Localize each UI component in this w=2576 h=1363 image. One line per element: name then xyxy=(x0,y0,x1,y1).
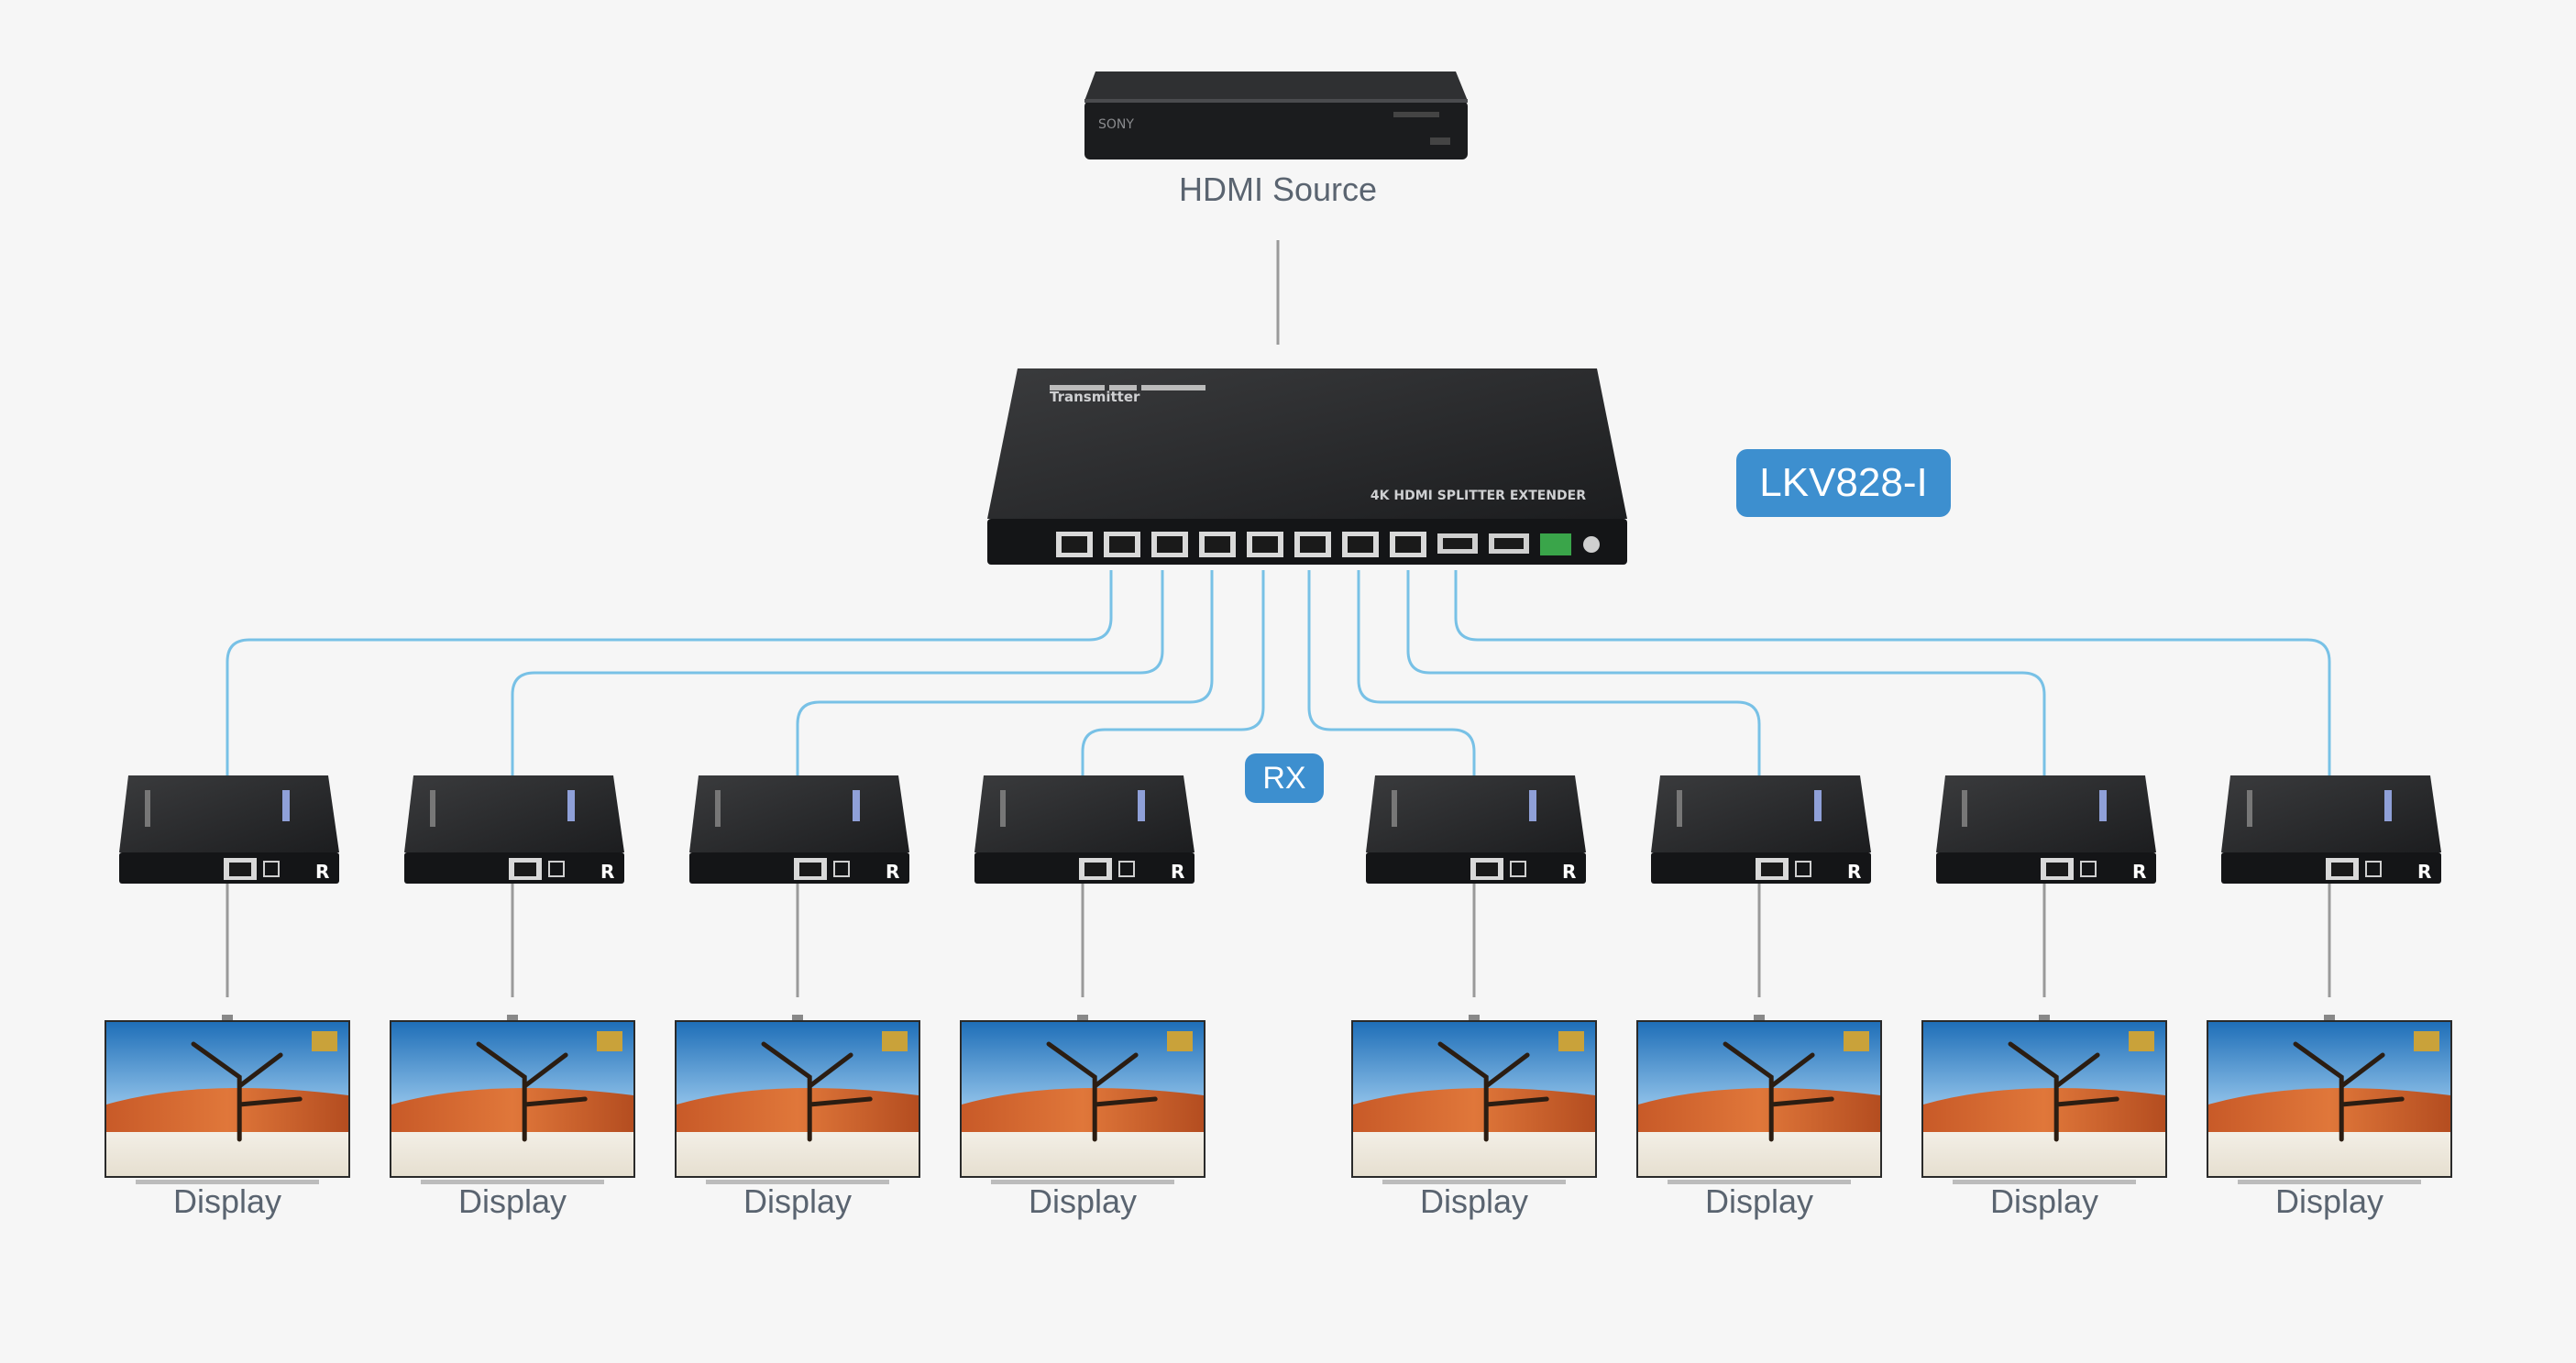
receiver-device: R xyxy=(1651,775,1871,884)
cat-cable xyxy=(1406,570,2046,775)
display-label: Display xyxy=(172,1182,282,1220)
receiver-mark: R xyxy=(886,861,899,883)
receiver-device: R xyxy=(2221,775,2441,884)
hdmi-port xyxy=(1489,533,1529,554)
transmitter-top-label: 4K HDMI SPLITTER EXTENDER xyxy=(1371,489,1586,503)
hdmi-source-label: HDMI Source xyxy=(1178,170,1378,208)
rx-badge: RX xyxy=(1245,753,1324,803)
display-screen xyxy=(960,1015,1205,1184)
receiver-mark: R xyxy=(1171,861,1184,883)
display-label: Display xyxy=(1419,1182,1529,1220)
cat-cable xyxy=(1307,570,1476,775)
transmitter-ports xyxy=(1056,532,1600,557)
receiver-device: R xyxy=(119,775,339,884)
display-label: Display xyxy=(2274,1182,2384,1220)
receiver-device: R xyxy=(1936,775,2156,884)
dc-power-port xyxy=(1583,536,1600,553)
transmitter-side-label: Transmitter xyxy=(1050,389,1140,405)
cat-cable xyxy=(1081,570,1265,775)
transmitter-device: 4K HDMI SPLITTER EXTENDER Transmitter xyxy=(987,368,1627,565)
rj45-port xyxy=(1390,532,1426,557)
rj45-port xyxy=(1151,532,1188,557)
rj45-port xyxy=(1056,532,1093,557)
receiver-device: R xyxy=(689,775,909,884)
display-screen xyxy=(105,1015,350,1184)
receiver-device: R xyxy=(404,775,624,884)
cat-cable xyxy=(226,570,1113,775)
rj45-port xyxy=(1342,532,1379,557)
displays xyxy=(105,884,2452,1184)
display-screen xyxy=(390,1015,635,1184)
display-screen xyxy=(1636,1015,1882,1184)
receiver-mark: R xyxy=(600,861,614,883)
cat-cable xyxy=(796,570,1214,775)
receiver-mark: R xyxy=(1847,861,1861,883)
rj45-port xyxy=(1294,532,1331,557)
receiver-mark: R xyxy=(2132,861,2146,883)
cat-cable xyxy=(1454,570,2331,775)
display-screen xyxy=(675,1015,920,1184)
receiver-mark: R xyxy=(2417,861,2431,883)
display-screen xyxy=(1921,1015,2167,1184)
transmitter-model-badge: LKV828-I xyxy=(1736,449,1951,517)
display-screen xyxy=(1351,1015,1597,1184)
receiver-mark: R xyxy=(315,861,329,883)
display-label: Display xyxy=(1704,1182,1814,1220)
cat-cable xyxy=(511,570,1164,775)
receiver-device: R xyxy=(1366,775,1586,884)
cat-cables xyxy=(226,570,2331,775)
rj45-port xyxy=(1104,532,1140,557)
display-label: Display xyxy=(1989,1182,2099,1220)
rj45-port xyxy=(1247,532,1283,557)
receiver-device: R xyxy=(974,775,1194,884)
rj45-port xyxy=(1199,532,1236,557)
display-label: Display xyxy=(457,1182,567,1220)
display-screen xyxy=(2207,1015,2452,1184)
source-brand: SONY xyxy=(1098,117,1134,132)
receiver-mark: R xyxy=(1562,861,1576,883)
hdmi-source-player: SONY xyxy=(1084,71,1468,159)
hdmi-port xyxy=(1437,533,1478,554)
terminal-block xyxy=(1540,533,1571,555)
cat-cable xyxy=(1357,570,1761,775)
display-label: Display xyxy=(1028,1182,1138,1220)
display-label: Display xyxy=(743,1182,853,1220)
